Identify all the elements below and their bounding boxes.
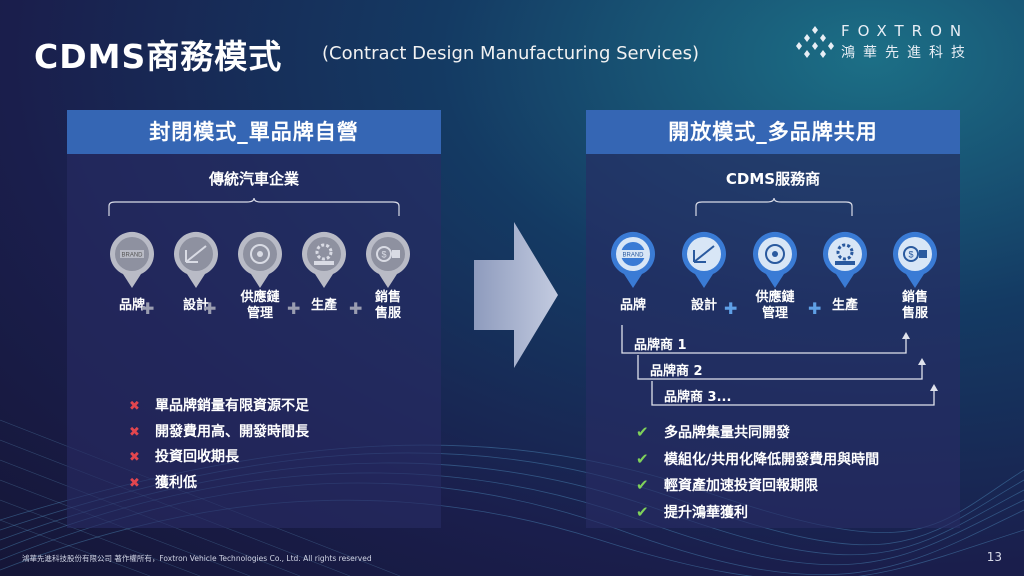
brand-partner-2: 品牌商 2 — [650, 364, 703, 379]
list-item: ✔多品牌集量共同開發 — [636, 420, 879, 447]
brand-flow-lines — [621, 325, 938, 406]
page-title: CDMS商務模式 — [34, 37, 283, 76]
traditional-automaker-label: 傳統汽車企業 — [208, 170, 299, 188]
list-item: ✔模組化/共用化降低開發費用與時間 — [636, 447, 879, 474]
brand-badge-icon: BRAND — [110, 231, 154, 288]
label-supply-chain: 供應鏈 管理 — [240, 290, 280, 321]
supply-chain-icon — [753, 231, 797, 288]
page-subtitle: (Contract Design Manufacturing Services) — [322, 43, 700, 64]
label-sales-service: 銷售 售服 — [901, 290, 928, 321]
label-supply-chain: 供應鏈 管理 — [755, 290, 795, 321]
check-icon: ✔ — [636, 423, 649, 441]
copyright-footer: 鴻華先進科技股份有限公司 著作權所有，Foxtron Vehicle Techn… — [22, 554, 372, 563]
plus-icon: ✚ — [808, 299, 822, 318]
svg-text:BRAND: BRAND — [121, 253, 143, 259]
supply-chain-icon — [238, 231, 282, 288]
group-brace — [108, 198, 400, 216]
list-item: ✖開發費用高、開發時間長 — [129, 420, 309, 446]
page-number: 13 — [986, 550, 1002, 564]
list-item: ✖單品牌銷量有限資源不足 — [129, 394, 309, 420]
cross-icon: ✖ — [129, 399, 140, 414]
list-item: ✔輕資產加速投資回報期限 — [636, 473, 879, 500]
sales-service-icon: $ — [893, 231, 937, 288]
list-item: ✔提升鴻華獲利 — [636, 500, 879, 527]
logo-wordmark: FOXTRON — [841, 22, 970, 40]
plus-icon: ✚ — [724, 299, 738, 318]
plus-icon: ✚ — [287, 299, 301, 318]
list-item: ✖投資回收期長 — [129, 445, 309, 471]
svg-text:$: $ — [908, 250, 913, 260]
brand-partner-3: 品牌商 3... — [664, 390, 732, 405]
production-gear-icon — [823, 231, 867, 288]
brand-badge-icon: BRAND — [611, 231, 655, 288]
value-chain-labels: 品牌 設計 供應鏈 管理 生產 銷售 售服 — [67, 290, 441, 330]
label-brand: 品牌 — [619, 298, 646, 313]
check-icon: ✔ — [636, 476, 649, 494]
foxtron-mark-icon — [796, 26, 834, 58]
svg-text:$: $ — [381, 250, 386, 260]
label-design: 設計 — [690, 298, 717, 313]
open-model-benefits: ✔多品牌集量共同開發 ✔模組化/共用化降低開發費用與時間 ✔輕資產加速投資回報期… — [636, 420, 879, 526]
value-chain-icons: BRAND $ — [67, 228, 441, 298]
label-brand: 品牌 — [118, 298, 145, 313]
brand-partner-1: 品牌商 1 — [634, 338, 687, 353]
transition-arrow-icon — [474, 222, 558, 368]
value-chain-icons: BRAND $ — [586, 228, 960, 298]
label-sales-service: 銷售 售服 — [374, 290, 401, 321]
label-design: 設計 — [182, 298, 209, 313]
label-production: 生產 — [831, 298, 858, 313]
cross-icon: ✖ — [129, 450, 140, 465]
plus-icon: ✚ — [203, 299, 217, 318]
label-production: 生產 — [310, 298, 337, 313]
group-brace — [695, 198, 853, 216]
plus-icon: ✚ — [349, 299, 363, 318]
sales-service-icon: $ — [366, 231, 410, 288]
open-model-panel: 開放模式_多品牌共用 CDMS服務商 BRAND $ 品牌 設計 供應鏈 管理 … — [586, 110, 960, 528]
check-icon: ✔ — [636, 449, 649, 468]
check-icon: ✔ — [636, 502, 649, 521]
foxtron-logo: FOXTRON 鴻華先進科技 — [795, 20, 1005, 65]
production-gear-icon — [302, 231, 346, 288]
closed-model-drawbacks: ✖單品牌銷量有限資源不足 ✖開發費用高、開發時間長 ✖投資回收期長 ✖獲利低 — [129, 394, 309, 496]
list-item: ✖獲利低 — [129, 471, 309, 497]
svg-text:BRAND: BRAND — [622, 253, 644, 259]
plus-icon: ✚ — [141, 299, 155, 318]
design-ruler-icon — [682, 231, 726, 288]
cross-icon: ✖ — [129, 424, 140, 440]
value-chain-labels: 品牌 設計 供應鏈 管理 生產 銷售 售服 — [586, 290, 960, 330]
logo-chinese-name: 鴻華先進科技 — [841, 45, 973, 61]
cdms-provider-label: CDMS服務商 — [725, 170, 821, 188]
closed-model-panel: 封閉模式_單品牌自營 傳統汽車企業 BRAND $ 品牌 設計 供應鏈 管理 生… — [67, 110, 441, 528]
closed-model-header: 封閉模式_單品牌自營 — [67, 110, 441, 154]
open-model-header: 開放模式_多品牌共用 — [586, 110, 960, 154]
design-ruler-icon — [174, 231, 218, 288]
cross-icon: ✖ — [129, 475, 140, 491]
